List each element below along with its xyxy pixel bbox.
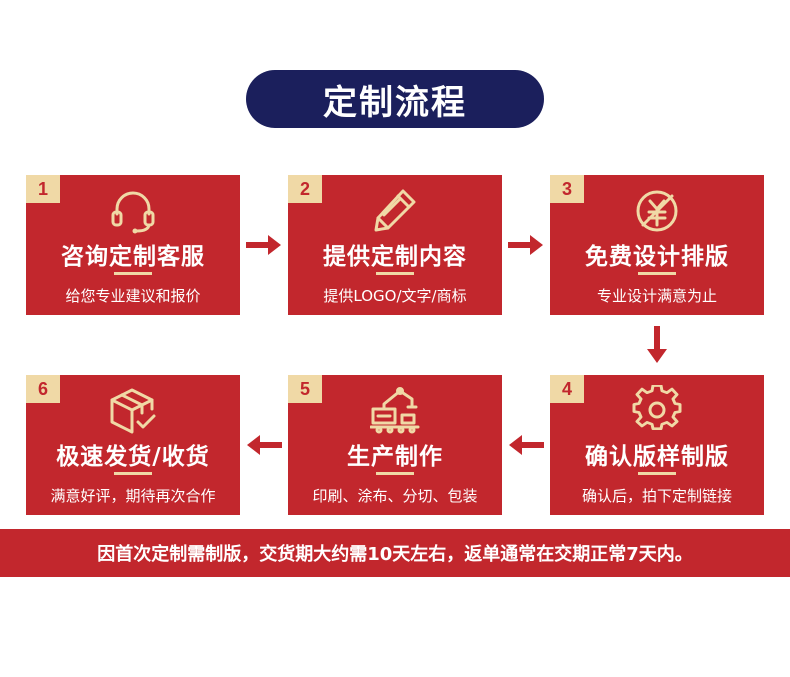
step-card-2: 2 提供定制内容 提供LOGO/文字/商标: [288, 175, 502, 315]
step-title: 生产制作: [347, 444, 443, 470]
machine-icon: [370, 387, 420, 434]
step-card-3: 3 免费设计排版 专业设计满意为止: [550, 175, 764, 315]
step-number: 2: [288, 175, 322, 203]
step-subtitle: 满意好评，期待再次合作: [50, 487, 216, 505]
step-divider: [376, 272, 414, 275]
headset-icon: [111, 191, 155, 234]
step-number: 5: [288, 375, 322, 403]
gear-icon: [632, 385, 682, 431]
arrow-down-icon: [647, 326, 667, 363]
step-divider: [114, 272, 152, 275]
step-divider: [638, 272, 676, 275]
step-card-1: 1 咨询定制客服 给您专业建议和报价: [26, 175, 240, 315]
page-title: 定制流程: [246, 70, 544, 128]
step-card-4: 4 确认版样制版 确认后，拍下定制链接: [550, 375, 764, 515]
step-divider: [114, 472, 152, 475]
step-subtitle: 印刷、涂布、分切、包装: [312, 487, 478, 505]
step-subtitle: 给您专业建议和报价: [65, 287, 201, 305]
box-icon: [110, 388, 156, 434]
step-subtitle: 专业设计满意为止: [596, 287, 717, 305]
arrow-right-icon: [246, 235, 281, 255]
step-number: 6: [26, 375, 60, 403]
arrow-left-icon: [509, 435, 544, 455]
step-title: 极速发货/收货: [56, 444, 210, 470]
pencil-icon: [374, 189, 416, 232]
arrow-left-icon: [247, 435, 282, 455]
step-divider: [638, 472, 676, 475]
step-card-5: 5 生产制作 印刷、涂布、分切、包装: [288, 375, 502, 515]
no-charge-icon: [636, 190, 678, 232]
step-number: 1: [26, 175, 60, 203]
step-number: 3: [550, 175, 584, 203]
step-divider: [376, 472, 414, 475]
step-title: 免费设计排版: [585, 244, 729, 270]
arrow-right-icon: [508, 235, 543, 255]
step-title: 提供定制内容: [323, 244, 467, 270]
step-subtitle: 确认后，拍下定制链接: [581, 487, 732, 505]
step-number: 4: [550, 375, 584, 403]
step-title: 确认版样制版: [585, 444, 729, 470]
step-subtitle: 提供LOGO/文字/商标: [323, 287, 467, 305]
step-title: 咨询定制客服: [61, 244, 205, 270]
step-card-6: 6 极速发货/收货 满意好评，期待再次合作: [26, 375, 240, 515]
footer-note: 因首次定制需制版，交货期大约需10天左右，返单通常在交期正常7天内。: [0, 529, 790, 577]
